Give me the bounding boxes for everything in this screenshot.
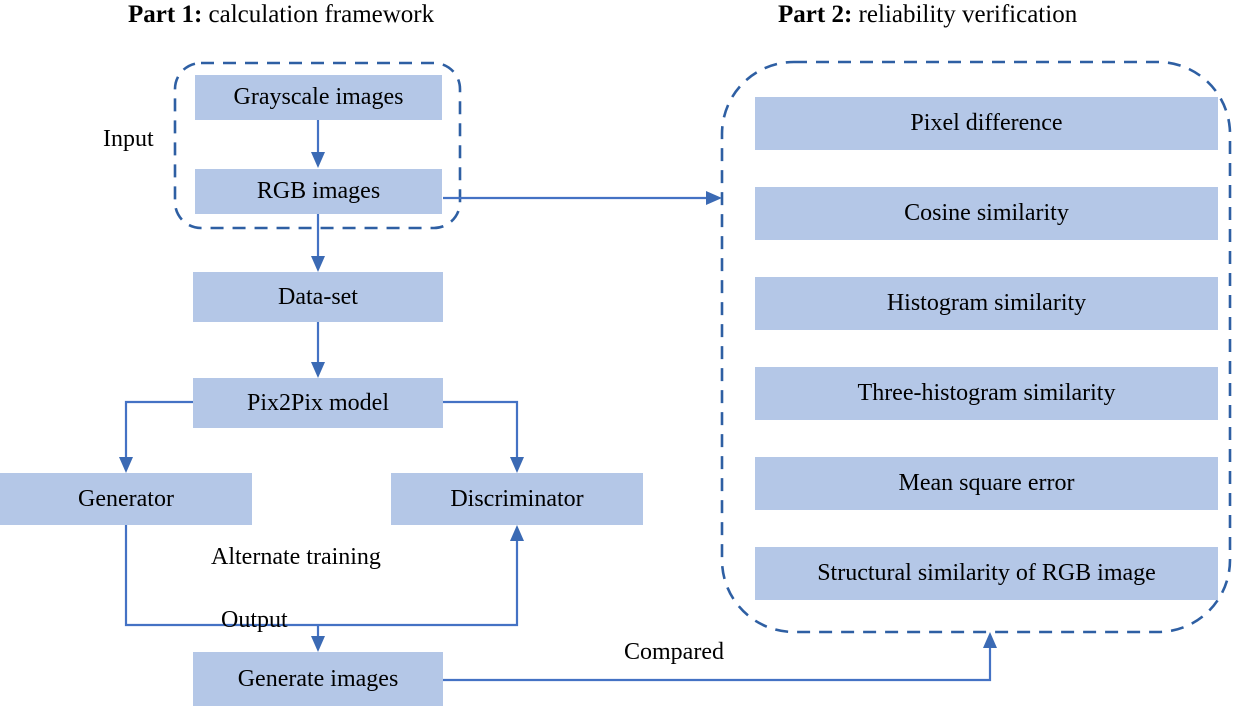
edge-alternate-training [124, 525, 524, 627]
node-generator[interactable]: Generator [0, 473, 252, 525]
edge-rgb-to-verification [443, 191, 722, 205]
edge-label-alternate-training: Alternate training [211, 544, 381, 570]
node-data-set[interactable]: Data-set [193, 272, 443, 322]
part2-title-strong: Part 2: [778, 1, 853, 28]
part1-title-strong: Part 1: [128, 1, 203, 28]
edge-pix2pix-to-generator [119, 400, 193, 473]
edge-label-compared: Compared [624, 639, 724, 665]
edge-label-output: Output [221, 607, 288, 633]
node-discriminator[interactable]: Discriminator [391, 473, 643, 525]
node-metric-histogram-similarity[interactable]: Histogram similarity [755, 277, 1218, 330]
edge-pix2pix-to-discriminator [443, 400, 524, 473]
node-metric-structural-similarity-rgb[interactable]: Structural similarity of RGB image [755, 547, 1218, 600]
part2-title: Part 2: reliability verification [778, 2, 1077, 27]
node-metric-cosine-similarity[interactable]: Cosine similarity [755, 187, 1218, 240]
part1-title: Part 1: calculation framework [128, 2, 434, 27]
node-rgb-images[interactable]: RGB images [195, 169, 442, 214]
node-generate-images[interactable]: Generate images [193, 652, 443, 706]
part1-title-rest: calculation framework [202, 1, 435, 28]
node-metric-three-histogram-similarity[interactable]: Three-histogram similarity [755, 367, 1218, 420]
part2-title-rest: reliability verification [852, 1, 1078, 28]
input-group-label: Input [103, 126, 154, 152]
node-grayscale-images[interactable]: Grayscale images [195, 75, 442, 120]
edge-output-to-generate-images [311, 625, 325, 652]
edge-dataset-to-pix2pix [311, 322, 325, 378]
edge-rgb-to-dataset [311, 214, 325, 272]
edge-grayscale-to-rgb [311, 120, 325, 168]
node-metric-pixel-difference[interactable]: Pixel difference [755, 97, 1218, 150]
node-metric-mean-square-error[interactable]: Mean square error [755, 457, 1218, 510]
node-pix2pix-model[interactable]: Pix2Pix model [193, 378, 443, 428]
